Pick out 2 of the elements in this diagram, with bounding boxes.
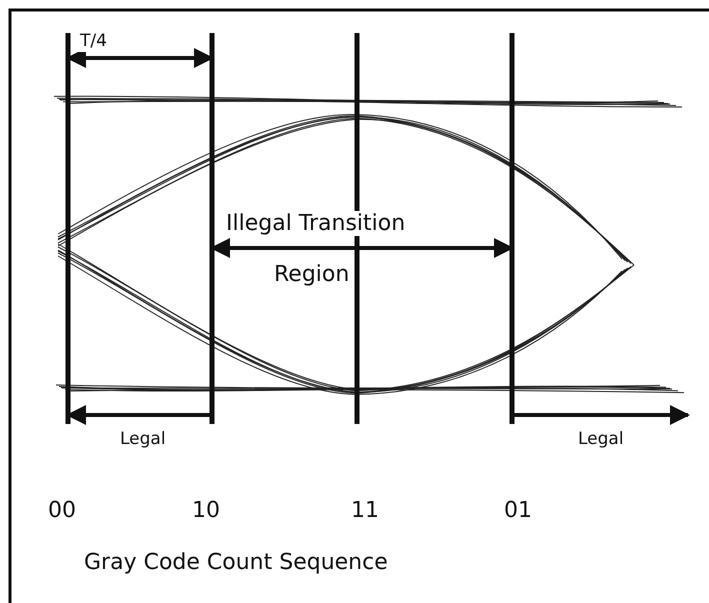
axis-title: Gray Code Count Sequence [82, 550, 390, 576]
span-label: T/4 [78, 32, 109, 52]
